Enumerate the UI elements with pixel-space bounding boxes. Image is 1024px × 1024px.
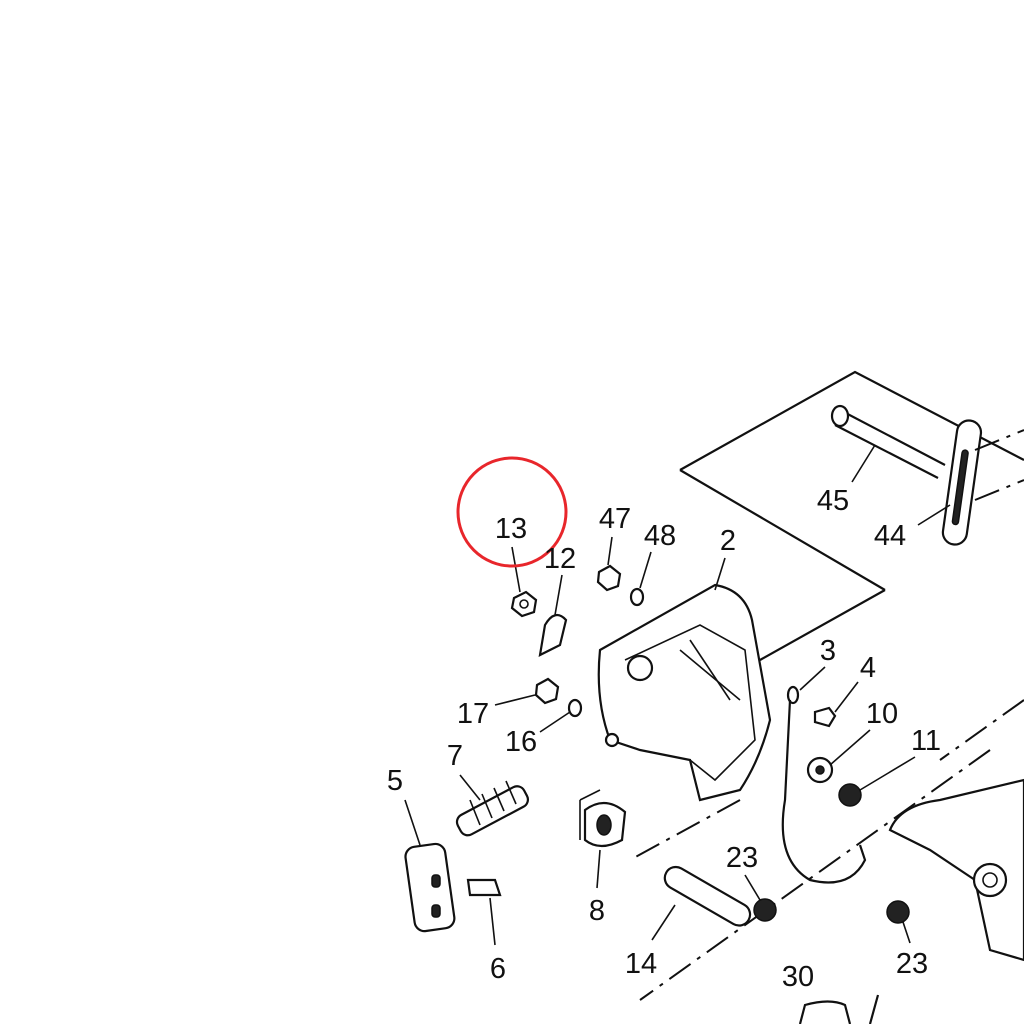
part-2-bracket [597, 583, 772, 802]
part-16-washer [567, 698, 583, 718]
callout-labels: 45 44 13 12 47 48 2 3 4 10 11 17 16 7 5 … [387, 485, 941, 993]
callout-8: 8 [589, 895, 605, 927]
callout-2: 2 [720, 525, 736, 557]
callout-12: 12 [544, 543, 576, 575]
callout-11: 11 [911, 725, 941, 757]
callout-6: 6 [490, 953, 506, 985]
callout-10: 10 [866, 698, 898, 730]
callout-13: 13 [495, 513, 527, 545]
callout-30: 30 [782, 961, 814, 993]
callout-17: 17 [457, 698, 489, 730]
part-3-wire [781, 699, 867, 884]
part-11-bolt [838, 783, 862, 807]
part-45-shaft [830, 404, 946, 479]
part-17-nut [534, 677, 560, 705]
part-4-screw [813, 706, 837, 728]
callout-44: 44 [874, 520, 906, 552]
callout-45: 45 [817, 485, 849, 517]
part-13-nut [510, 590, 538, 618]
callout-16: 16 [505, 726, 537, 758]
small-parts [404, 564, 1024, 1024]
part-48-washer [629, 587, 645, 607]
callout-4: 4 [860, 652, 876, 684]
callout-47: 47 [599, 503, 631, 535]
callout-14: 14 [625, 948, 657, 980]
part-3-terminal [786, 685, 800, 705]
part-30-arm [888, 778, 1024, 962]
leader-lines [404, 444, 951, 946]
callout-5: 5 [387, 765, 403, 797]
callout-7: 7 [447, 740, 463, 772]
part-12-plate [538, 613, 568, 657]
part-7-spring [455, 780, 529, 837]
callout-3: 3 [820, 635, 836, 667]
part-44-link [941, 419, 1024, 546]
part-5-plate [404, 842, 456, 933]
part-14-pin [663, 865, 752, 927]
highlight-circle [456, 456, 568, 568]
part-23a-bolt [753, 898, 777, 922]
part-6-pin [466, 878, 502, 897]
callout-23: 23 [726, 842, 758, 874]
part-47-nut [596, 564, 622, 592]
callout-23: 23 [896, 948, 928, 980]
part-23b-bolt [886, 900, 910, 924]
callout-48: 48 [644, 520, 676, 552]
